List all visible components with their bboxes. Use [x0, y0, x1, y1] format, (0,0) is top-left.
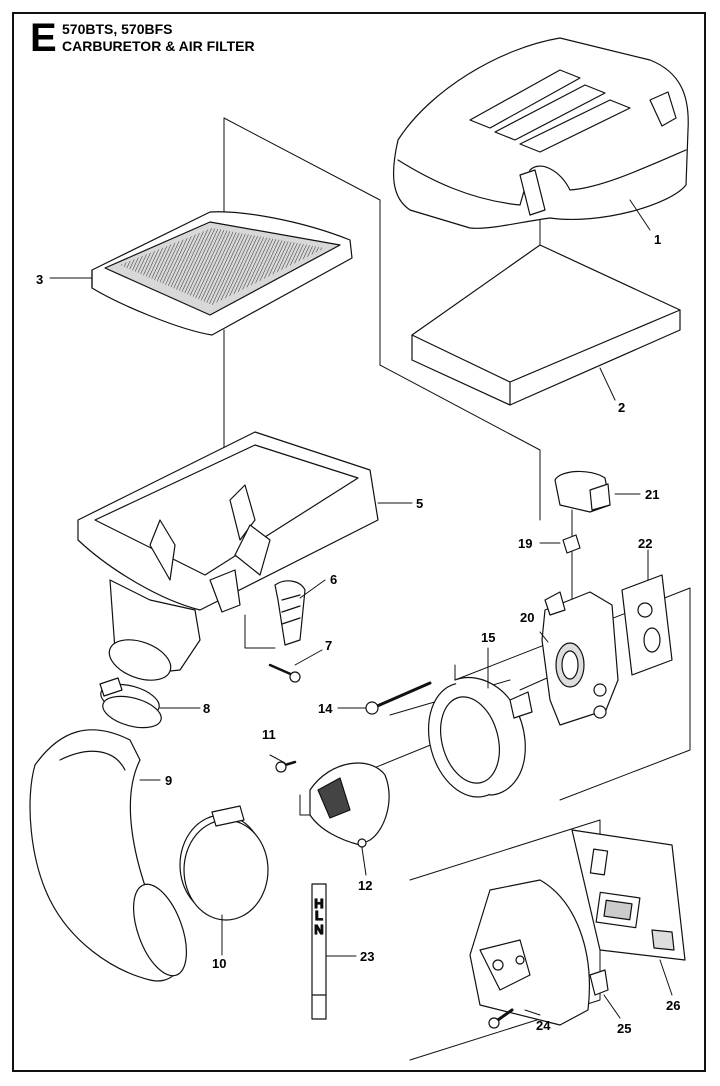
callout-7: 7: [325, 638, 332, 653]
fitting: [589, 969, 609, 996]
callout-leaders: [49, 199, 673, 1019]
hose-clamp-large: [179, 805, 269, 921]
callout-8: 8: [203, 701, 210, 716]
screw-7: [268, 663, 301, 683]
callout-9: 9: [165, 773, 172, 788]
callout-21: 21: [645, 487, 659, 502]
intake-adapter: [427, 676, 533, 798]
callout-1: 1: [654, 232, 661, 247]
section-title: CARBURETOR & AIR FILTER: [62, 38, 255, 54]
callout-19: 19: [518, 536, 532, 551]
callout-labels: 1 2 3 5 6 7 8 9 10 11 12 14 15 19 20 21 …: [36, 232, 680, 1036]
callout-2: 2: [618, 400, 625, 415]
callout-20: 20: [520, 610, 534, 625]
air-filter-element: [91, 211, 353, 336]
section-letter: E: [30, 16, 57, 60]
callout-26: 26: [666, 998, 680, 1013]
callout-12: 12: [358, 878, 372, 893]
gasket: [621, 574, 673, 676]
hose-clamp-small: [99, 677, 162, 729]
adjustment-tool: H L N: [311, 883, 327, 1020]
clip: [274, 580, 306, 646]
callout-15: 15: [481, 630, 495, 645]
model-title: 570BTS, 570BFS: [62, 21, 173, 37]
callout-3: 3: [36, 272, 43, 287]
callout-5: 5: [416, 496, 423, 511]
shield-plate: [571, 829, 686, 961]
air-filter-cover: [392, 37, 689, 229]
small-nut: [562, 534, 581, 554]
diagram-frame: [12, 12, 706, 1072]
callout-22: 22: [638, 536, 652, 551]
callout-10: 10: [212, 956, 226, 971]
adapter-plate: [309, 762, 390, 848]
callout-23: 23: [360, 949, 374, 964]
intake-boot: [29, 729, 187, 982]
carburetor-bracket: [469, 879, 590, 1029]
tool-mark-n: N: [314, 922, 323, 937]
carburetor: [541, 591, 619, 726]
tool-mark-h: H: [314, 896, 323, 911]
screw-14: [365, 681, 432, 715]
callout-14: 14: [318, 701, 333, 716]
callout-6: 6: [330, 572, 337, 587]
screw-11: [275, 760, 297, 773]
callout-25: 25: [617, 1021, 631, 1036]
filter-housing: [77, 431, 379, 681]
tool-mark-l: L: [315, 908, 323, 923]
carburetor-cap: [554, 470, 611, 513]
foam-prefilter: [411, 244, 681, 406]
callout-11: 11: [262, 727, 276, 742]
callout-24: 24: [536, 1018, 551, 1033]
